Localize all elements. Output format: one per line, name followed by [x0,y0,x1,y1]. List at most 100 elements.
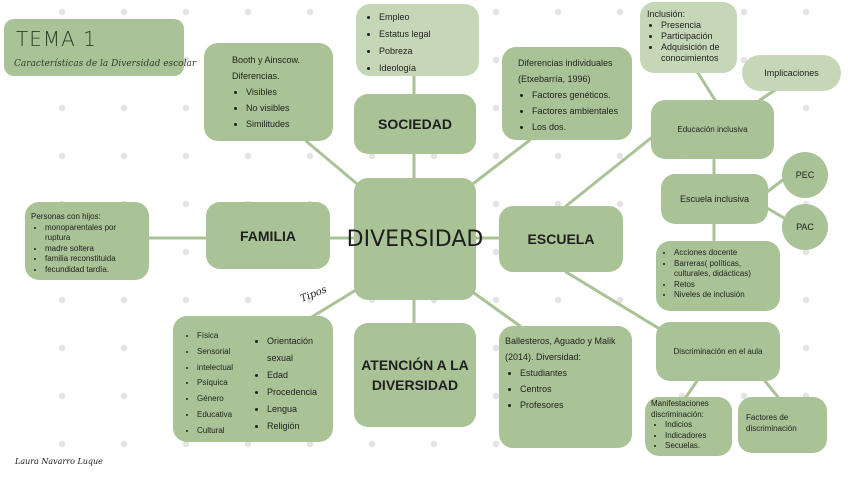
background-dot [492,440,500,448]
node-diversidad-label: DIVERSIDAD [346,226,484,252]
node-familia-label: FAMILIA [240,227,296,244]
background-dot [58,392,66,400]
link-center-diferencias [472,138,532,185]
inclusion-item: Participación [661,31,737,42]
link-discriminacion-manifestaciones [684,379,699,399]
node-escuela: ESCUELA [499,206,623,272]
background-dot [492,200,500,208]
acciones-item: Retos [674,280,776,291]
implicaciones-label: Implicaciones [764,68,819,78]
acciones-item: Acciones docente [674,248,776,259]
familia-item: fecundidad tardía. [45,265,143,276]
booth-item: Similitudes [246,116,333,132]
pec-label: PEC [795,170,815,180]
educacion-inclusiva-card: Educación inclusiva [651,100,774,159]
background-dot [306,440,314,448]
tipo-item: Lengua [267,401,339,418]
background-dot [492,152,500,160]
background-dot [58,8,66,16]
background-dot [802,296,810,304]
familia-item: familia reconstituida [45,254,143,265]
background-dot [244,8,252,16]
link-escuela-educacion [564,136,653,208]
background-dot [306,8,314,16]
diferencias-item: Factores genéticos. [532,87,632,103]
tipo-item: Psíquica [197,375,233,391]
factores-card: Factores de discriminación [738,397,827,453]
background-dot [244,152,252,160]
node-familia: FAMILIA [206,202,330,269]
background-dot [58,152,66,160]
background-dot [182,248,190,256]
discriminacion-label: Discriminación en el aula [673,347,763,356]
background-dot [492,296,500,304]
atencion-tipos-card: Física Sensorial intelectual Psíquica Gé… [173,316,333,442]
diferencias-item: Los dos. [532,119,632,135]
background-dot [616,296,624,304]
background-dot [430,440,438,448]
booth-item: No visibles [246,100,333,116]
node-sociedad-label: SOCIEDAD [378,116,452,132]
link-center-booth [304,139,358,185]
booth-line: Booth y Ainscow. [232,55,301,65]
background-dot [58,440,66,448]
background-dot [58,344,66,352]
link-discriminacion-factores [763,379,780,399]
acciones-item: Niveles de inclusión [674,290,776,301]
booth-card: Booth y Ainscow. Diferencias. Visibles N… [204,43,333,141]
background-dot [554,200,562,208]
ballesteros-line: Ballesteros, Aguado y Malik [505,336,616,346]
background-dot [554,152,562,160]
background-dot [306,152,314,160]
manifestaciones-item: Indicadores [665,431,730,442]
inclusion-item: Adquisición de conocimientos [661,42,737,64]
sociedad-item: Pobreza [379,43,479,60]
background-dot [802,248,810,256]
familia-intro: Personas con hijos: [31,212,101,221]
diferencias-card: Diferencias individuales (Etxebarría, 19… [502,47,632,140]
node-sociedad: SOCIEDAD [354,94,476,154]
tipo-item: Edad [267,367,339,384]
background-dot [182,152,190,160]
inclusion-title: Inclusión: [647,9,686,19]
background-dot [802,104,810,112]
background-dot [182,200,190,208]
tipo-item: Religión [267,418,339,435]
tipo-item: Cultural [197,423,233,439]
pec-circle: PEC [782,152,828,198]
background-dot [740,8,748,16]
ballesteros-item: Profesores [520,397,632,413]
tipo-item: intelectual [197,360,233,376]
inclusion-item: Presencia [661,20,737,31]
background-dot [554,8,562,16]
tipo-item: Sensorial [197,344,233,360]
background-dot [802,344,810,352]
booth-item: Visibles [246,84,333,100]
background-dot [120,296,128,304]
background-dot [182,104,190,112]
ballesteros-item: Estudiantes [520,365,632,381]
background-dot [368,152,376,160]
discriminacion-card: Discriminación en el aula [656,322,780,381]
manifestaciones-item: Indicios [665,420,730,431]
background-dot [492,248,500,256]
background-dot [616,152,624,160]
background-dot [120,344,128,352]
sociedad-item: Ideología [379,60,479,77]
background-dot [616,200,624,208]
familia-item: monoparentales por ruptura [45,223,143,244]
node-atencion-label: ATENCIÓN A LA DIVERSIDAD [361,357,469,393]
background-dot [182,296,190,304]
background-dot [492,104,500,112]
implicaciones-card: Implicaciones [742,55,841,91]
link-center-ballesteros [472,291,522,328]
diferencias-item: Factores ambientales [532,103,632,119]
escuela-inclusiva-label: Escuela inclusiva [679,194,750,204]
background-dot [306,296,314,304]
sociedad-item: Estatus legal [379,26,479,43]
tipo-item: Procedencia [267,384,339,401]
link-educacion-inclusion [696,71,717,102]
link-center-tipos [308,288,358,320]
diferencias-line: (Etxebarría, 1996) [518,74,591,84]
